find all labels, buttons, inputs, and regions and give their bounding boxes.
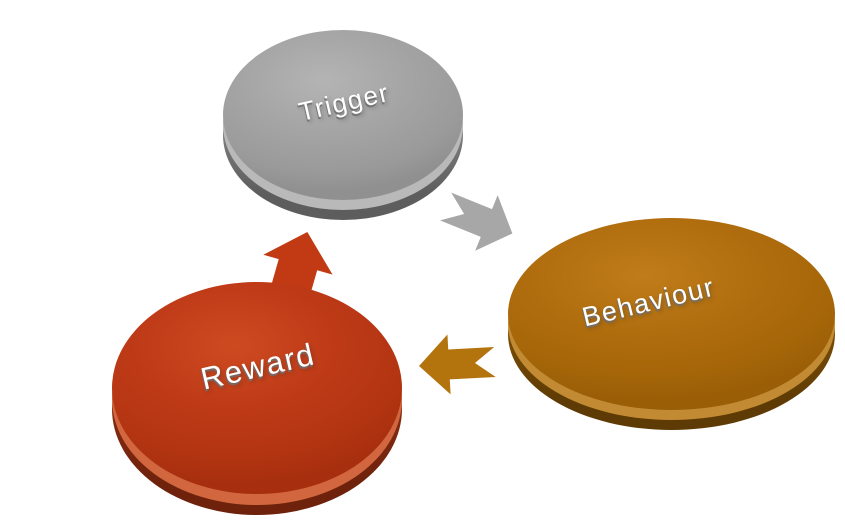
arrow-trigger-to-behaviour <box>440 192 513 251</box>
node-trigger: Trigger <box>223 30 463 220</box>
node-reward: Reward <box>112 282 402 515</box>
arrow-behaviour-to-reward <box>419 334 496 395</box>
disc-top <box>112 282 402 494</box>
disc-top <box>223 30 463 200</box>
disc-top <box>508 218 835 410</box>
node-behaviour: Behaviour <box>508 218 835 430</box>
